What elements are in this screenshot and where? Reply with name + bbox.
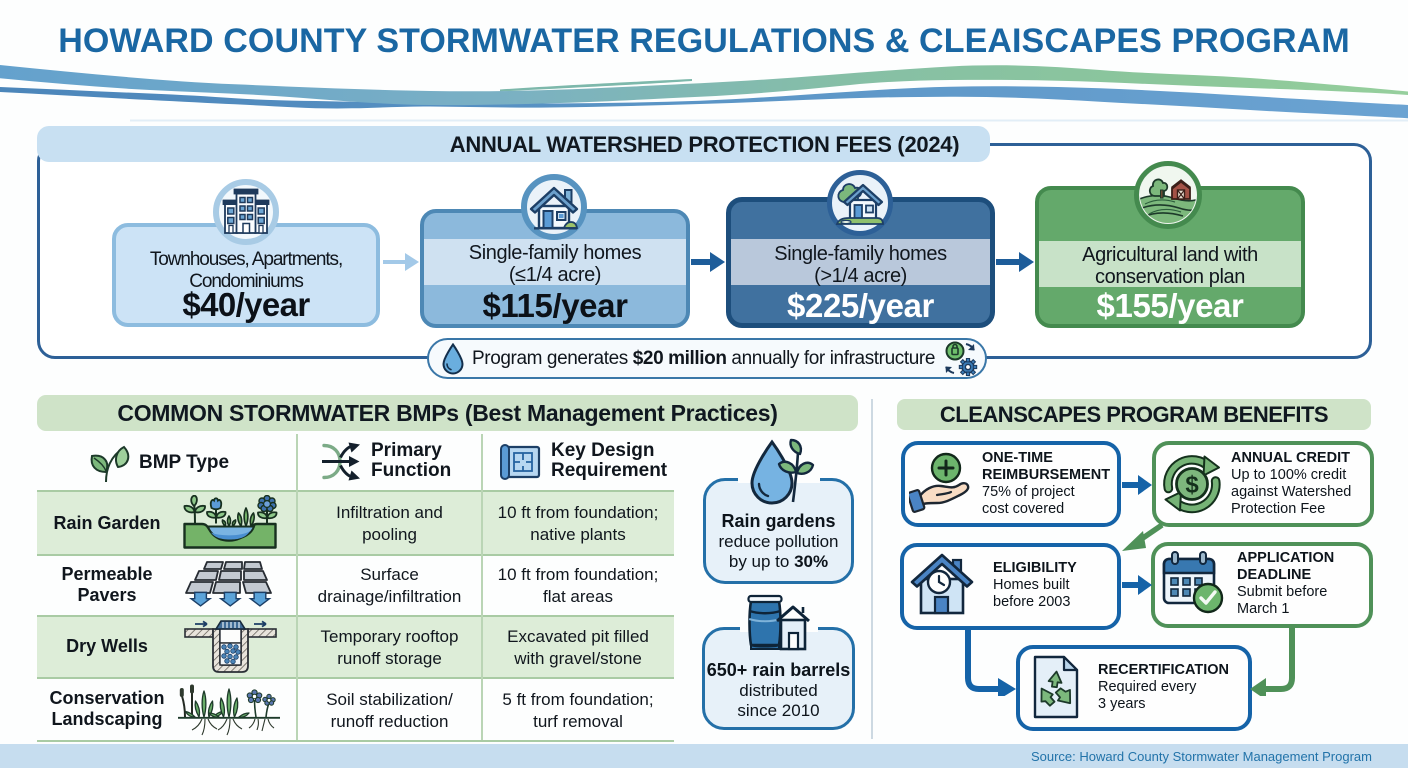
svg-text:$: $ — [1185, 472, 1199, 499]
